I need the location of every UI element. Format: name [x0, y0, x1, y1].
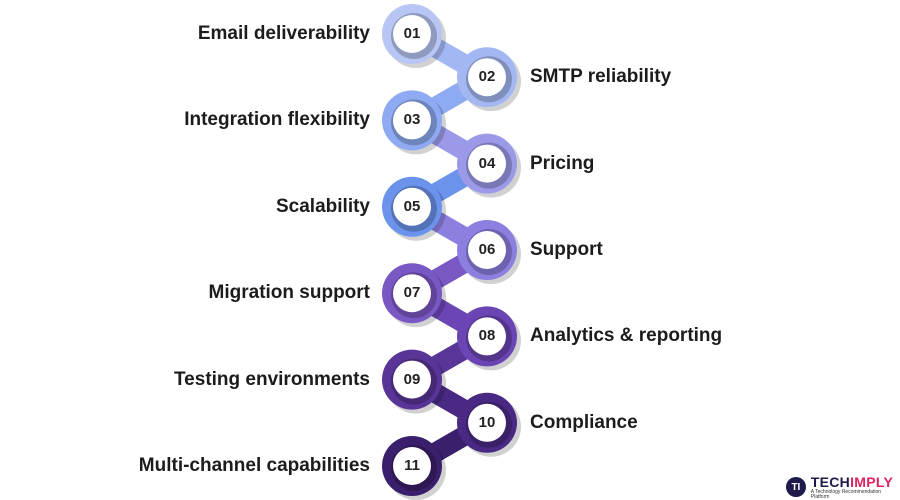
step-node: [382, 436, 446, 500]
step-number: 05: [403, 197, 421, 215]
step-label: Multi-channel capabilities: [138, 455, 370, 476]
step-label: Compliance: [530, 411, 638, 433]
step-label: Migration support: [208, 282, 370, 304]
step-number: 02: [478, 68, 496, 86]
step-label: SMTP reliability: [530, 66, 672, 88]
step-node: [457, 47, 521, 112]
step-label: Scalability: [276, 195, 370, 217]
step-node: [457, 133, 521, 198]
step-label: Analytics & reporting: [530, 325, 723, 347]
step-node: [382, 4, 446, 68]
step-number: 03: [403, 111, 421, 129]
step-number: 09: [403, 370, 421, 388]
step-number: 04: [478, 154, 496, 172]
step-node: [382, 176, 446, 241]
step-node: [382, 263, 446, 328]
step-node: [457, 306, 521, 371]
step-node: [382, 349, 446, 414]
logo-tagline: A Technology Recommendation Platform: [810, 488, 882, 500]
step-label: Support: [530, 239, 603, 260]
step-node: [382, 90, 446, 155]
step-label: Email deliverability: [197, 23, 370, 44]
step-node: [457, 392, 521, 457]
step-number: 01: [403, 25, 421, 42]
step-label: Pricing: [530, 152, 595, 174]
step-label: Integration flexibility: [184, 109, 370, 131]
logo-wordmark: TECHIMPLY: [810, 473, 894, 490]
step-number: 11: [404, 457, 420, 474]
brand-logo: TI TECHIMPLY A Technology Recommendation…: [786, 474, 900, 500]
step-number: 06: [478, 241, 496, 258]
step-number: 07: [403, 284, 421, 302]
step-label: Testing environments: [173, 368, 370, 390]
step-number: 10: [478, 413, 496, 431]
logo-mark-icon: TI: [786, 477, 806, 497]
step-node: [457, 220, 521, 284]
step-number: 08: [478, 327, 496, 345]
